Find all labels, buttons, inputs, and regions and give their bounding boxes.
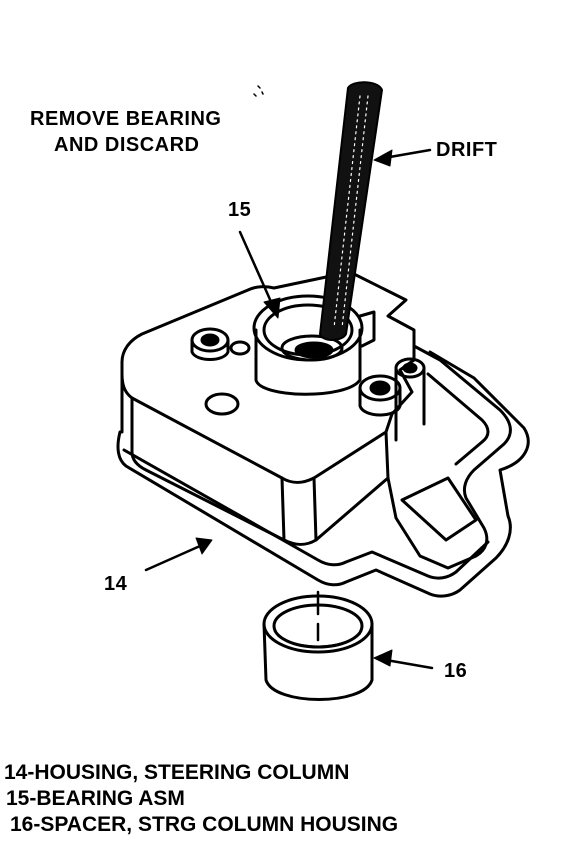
housing-right-tray [386, 344, 512, 570]
part-number-15: 15 [228, 199, 252, 221]
drift-leader-head [373, 149, 393, 167]
housing-bottom-lip [130, 450, 390, 546]
bearing-tower-body [254, 328, 362, 396]
part-number-14: 14 [104, 573, 128, 595]
right-post-rear-hole [402, 362, 418, 374]
instruction-line-1: REMOVE BEARING [30, 108, 222, 130]
part-number-16: 16 [444, 660, 468, 682]
right-post-front-side [358, 386, 402, 417]
spacer-inner-shade [277, 633, 361, 647]
housing-left-post-side [190, 338, 230, 361]
housing-small-hole [204, 392, 240, 416]
housing-flange-inner [122, 448, 490, 580]
instruction-line-2: AND DISCARD [54, 134, 200, 156]
housing-left-post-hole [200, 333, 220, 347]
housing-front-face [120, 372, 390, 542]
leader-arrows [144, 85, 434, 670]
bearing-tower [252, 294, 376, 396]
bearing-bore [294, 341, 334, 359]
right-posts [358, 357, 426, 442]
legend-item-16: 16-SPACER, STRG COLUMN HOUSING [10, 813, 399, 836]
drift-body [319, 81, 383, 341]
bearing-race [280, 334, 344, 362]
leader-15-head [263, 297, 281, 319]
speck-marks [253, 85, 264, 97]
parts-legend: 14-HOUSING, STEERING COLUMN 15-BEARING A… [4, 760, 398, 838]
spacer-side [262, 622, 374, 701]
drift-highlight [333, 95, 369, 329]
leader-16-head [373, 649, 393, 667]
housing-tray-inner [400, 372, 490, 542]
leader-14 [144, 544, 202, 572]
leader-14-head [195, 537, 213, 555]
spacer-drawing [262, 590, 374, 701]
legend-item-15: 15-BEARING ASM [6, 787, 185, 810]
bearing-tower-tab [358, 310, 376, 348]
housing-flange-outline [116, 350, 530, 598]
housing-drawing [116, 270, 530, 598]
drift-label: DRIFT [436, 139, 498, 161]
right-post-front-hole [369, 380, 391, 396]
legend-item-14: 14-HOUSING, STEERING COLUMN [4, 761, 350, 784]
housing-small-dot [229, 340, 251, 356]
leader-15 [238, 230, 274, 306]
drift-tool [319, 81, 383, 341]
leader-16 [384, 658, 434, 670]
